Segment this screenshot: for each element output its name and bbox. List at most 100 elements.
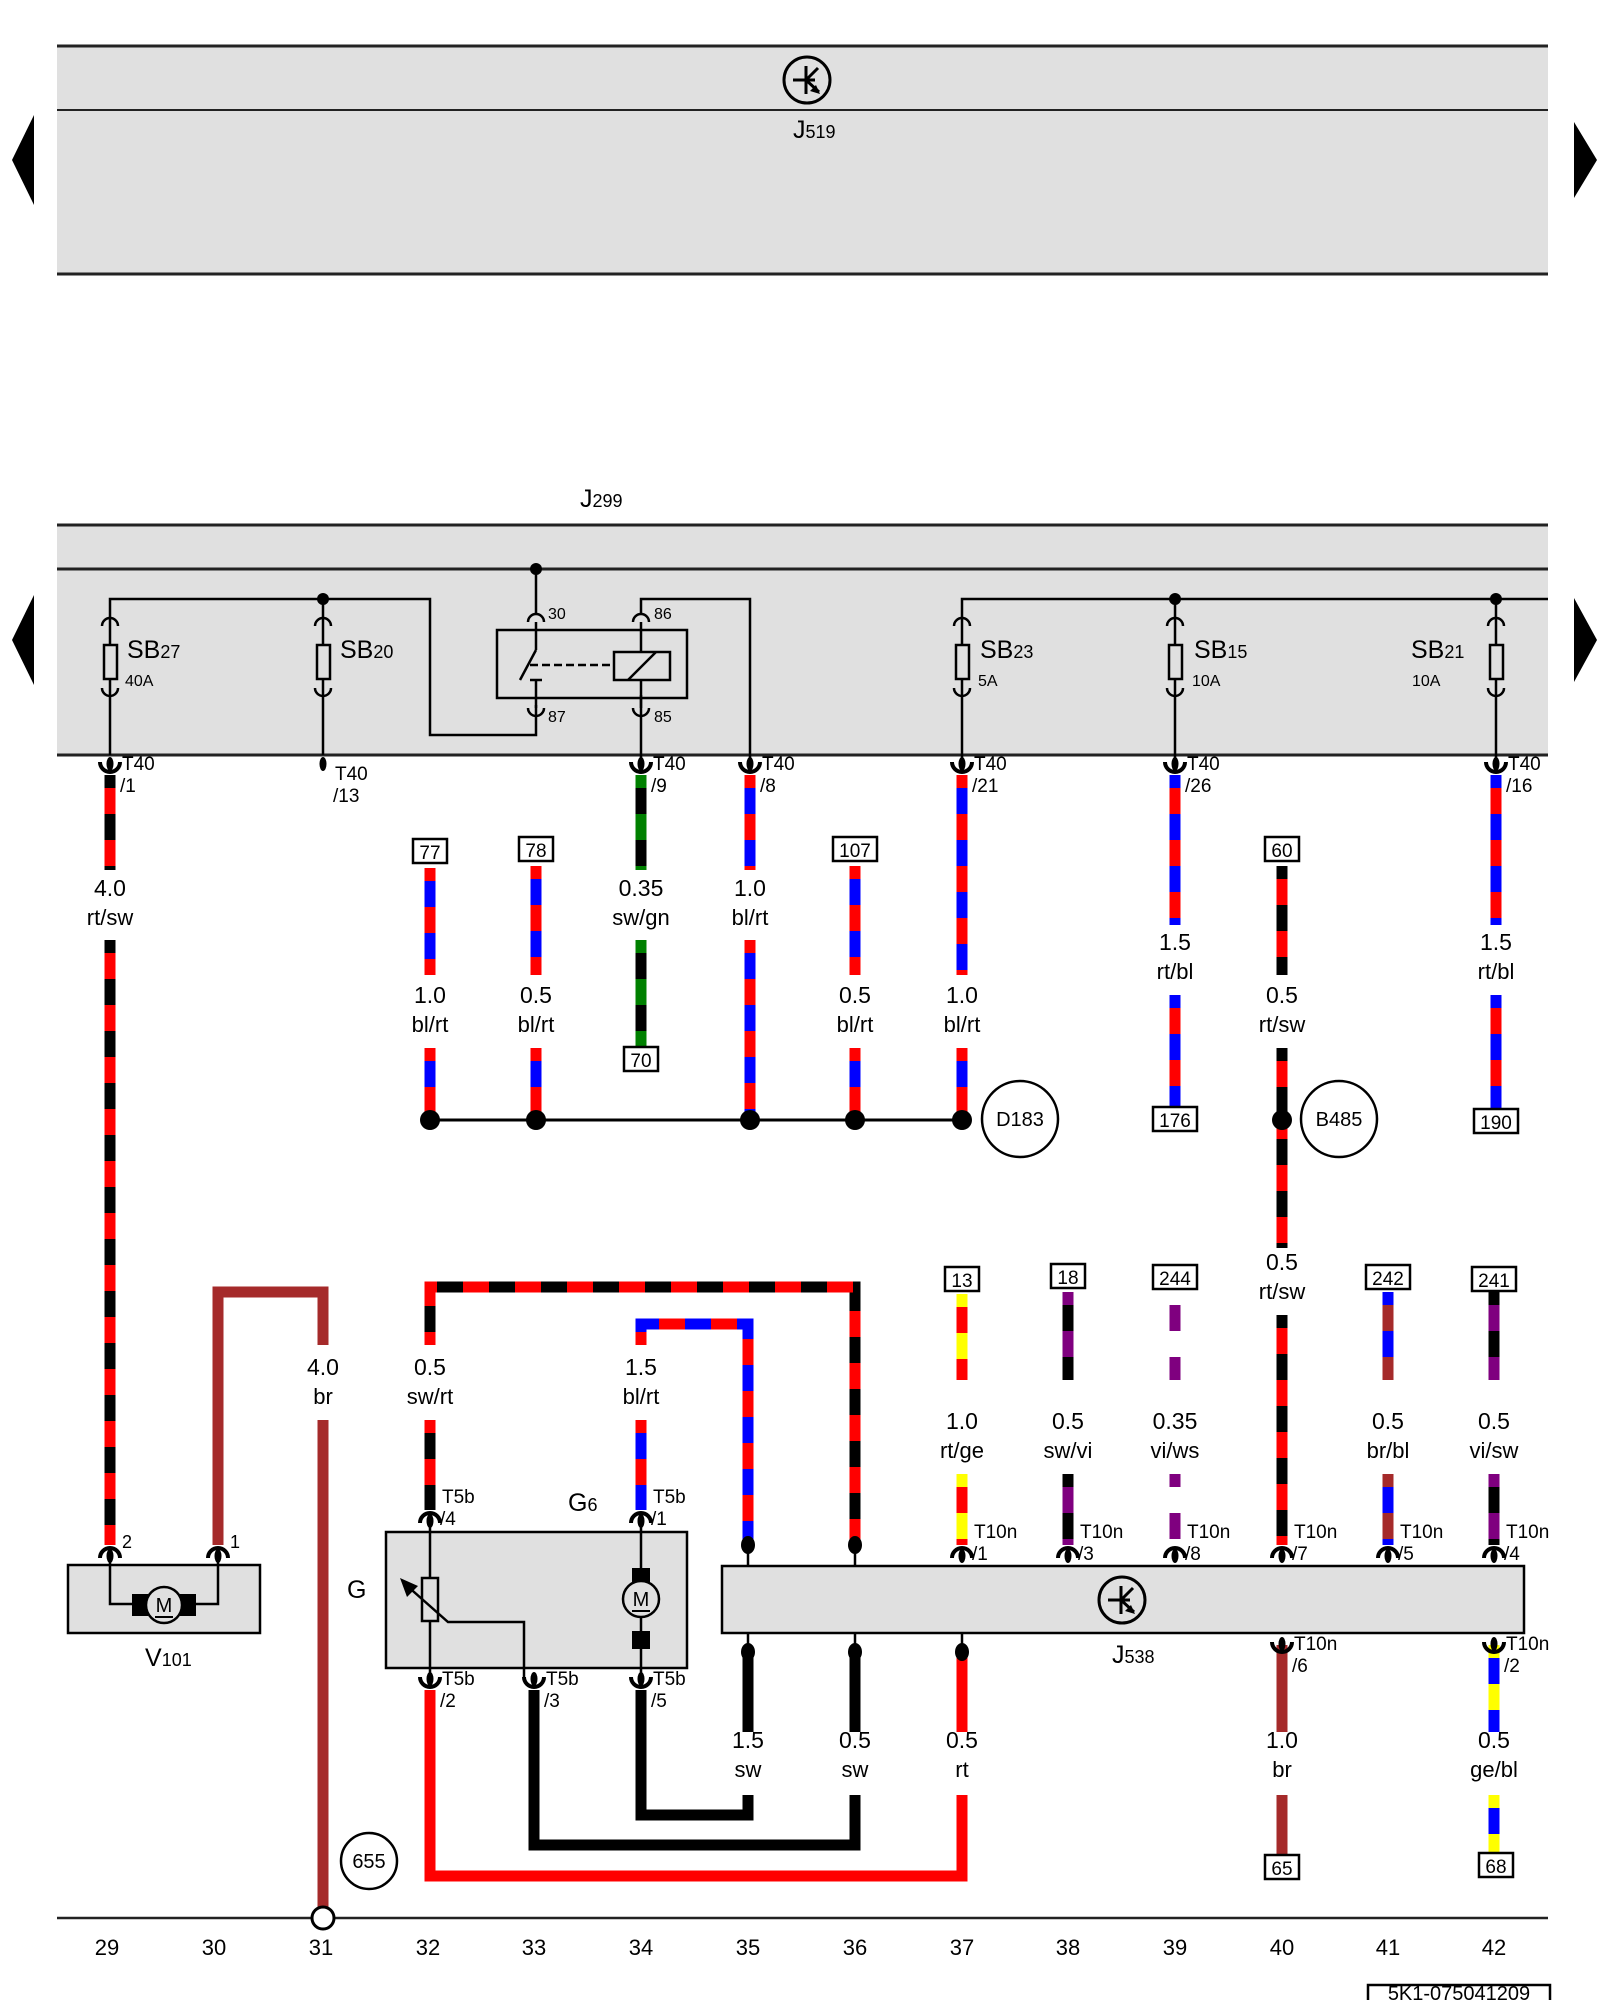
connector-pin-label: /2 xyxy=(440,1691,456,1712)
ref-13-box xyxy=(943,1265,981,1293)
svg-text:87: 87 xyxy=(548,709,566,726)
module-j299: J299 SB27 40A SB20 xyxy=(57,485,1548,765)
connector-arc xyxy=(1163,761,1187,774)
wire-label-b485-lower-size: 0.5 xyxy=(1266,1249,1298,1275)
motor-icon: M xyxy=(144,1585,184,1625)
connector-pin-label: /13 xyxy=(333,786,359,807)
svg-text:30: 30 xyxy=(548,606,566,623)
next-page-arrow-icon[interactable] xyxy=(1574,122,1597,198)
ref-107-box xyxy=(831,835,879,863)
next-page-arrow-icon[interactable] xyxy=(1574,598,1597,682)
connectors-t40: T40/1T40/9T40/8T40/21T40/26T40/16T40/132… xyxy=(98,754,1549,1712)
connector-pin xyxy=(1492,757,1500,771)
connector-t40-8: T40/8 xyxy=(738,754,795,797)
ref-244-box xyxy=(1151,1263,1199,1291)
column-number: 30 xyxy=(202,1935,226,1960)
svg-text:G: G xyxy=(347,1576,366,1604)
connector-label: T40 xyxy=(762,754,795,775)
wire-label-242-size: 0.5 xyxy=(1372,1408,1404,1434)
connector-pin-label: /3 xyxy=(544,1691,560,1712)
connector-label: T40 xyxy=(1187,754,1220,775)
previous-page-arrow-icon[interactable] xyxy=(12,595,34,685)
wire-label-60-size: 0.5 xyxy=(1266,982,1298,1008)
connector-pin-label: 2 xyxy=(122,1532,132,1552)
wire-label-t40-26-size: 1.5 xyxy=(1159,929,1191,955)
connector-t40-1: T40/1 xyxy=(98,754,155,797)
connector-pin-label: /3 xyxy=(1078,1544,1094,1565)
connector-arc xyxy=(1484,761,1508,774)
svg-text:5A: 5A xyxy=(978,673,998,690)
connector-t10n-1: T10n/1 xyxy=(950,1522,1017,1565)
connector-arc xyxy=(1376,1546,1400,1559)
wire-label-t40-16-size: 1.5 xyxy=(1480,929,1512,955)
fuse-sb20: SB20 xyxy=(313,616,393,698)
wire-label-t40-8-color: bl/rt xyxy=(732,905,769,930)
connector-pin-label: /26 xyxy=(1185,776,1211,797)
previous-page-arrow-icon[interactable] xyxy=(12,115,34,205)
connector-circle-d183: D183 xyxy=(980,1079,1060,1159)
wire-label-244-color: vi/ws xyxy=(1151,1438,1200,1463)
ref-107: 107 xyxy=(839,841,871,862)
svg-text:5K1-075041209: 5K1-075041209 xyxy=(1388,1983,1530,2000)
connector-arc xyxy=(1270,1546,1294,1559)
connector-pin-label: /6 xyxy=(1292,1656,1308,1677)
svg-text:G6: G6 xyxy=(568,1489,597,1517)
connector-pin xyxy=(958,757,966,771)
ref-176: 176 xyxy=(1159,1111,1191,1132)
ref-242-box xyxy=(1364,1263,1412,1291)
wire-label-68-color: ge/bl xyxy=(1470,1757,1518,1782)
svg-text:10A: 10A xyxy=(1412,673,1441,690)
ref-244: 244 xyxy=(1159,1269,1191,1290)
connector-label: T10n xyxy=(1400,1522,1443,1543)
connector-arc xyxy=(629,761,653,774)
connector-arc xyxy=(418,1511,442,1524)
connector-t40-26: T40/26 xyxy=(1163,754,1220,797)
ground-point-655: 655 xyxy=(339,1831,399,1891)
connector-pin xyxy=(1490,1549,1498,1563)
relay: 30 86 87 85 xyxy=(495,606,689,726)
ground-connection-31 xyxy=(310,1905,336,1931)
ref-60-box xyxy=(1263,835,1301,863)
ref-70-box xyxy=(622,1045,660,1073)
ref-70: 70 xyxy=(630,1051,651,1072)
connector-t10n-8: T10n/8 xyxy=(1163,1522,1230,1565)
wire-label-col29-color: rt/sw xyxy=(87,905,134,930)
connector-pin xyxy=(958,1549,966,1563)
part-number-box: 5K1-075041209 xyxy=(1366,1983,1552,2000)
wire-label-col37-color: rt xyxy=(955,1757,968,1782)
wire-label-swrt-size: 0.5 xyxy=(414,1354,446,1380)
connector-pin-label: /9 xyxy=(651,776,667,797)
svg-text:SB27: SB27 xyxy=(127,636,180,664)
column-number: 34 xyxy=(629,1935,653,1960)
wire-label-col35-color: sw xyxy=(735,1757,762,1782)
pump-motor-icon: M xyxy=(621,1579,661,1619)
svg-text:10A: 10A xyxy=(1192,673,1221,690)
svg-text:J538: J538 xyxy=(1112,1641,1155,1669)
wire-label-t40-9-color: sw/gn xyxy=(612,905,669,930)
wire-label-13-color: rt/ge xyxy=(940,1438,984,1463)
connector-pin-label: /8 xyxy=(760,776,776,797)
wire-label-13-size: 1.0 xyxy=(946,1408,978,1434)
fuse-sb21: SB21 10A xyxy=(1411,616,1506,698)
column-number: 40 xyxy=(1270,1935,1294,1960)
connector-arc xyxy=(98,1546,122,1559)
ref-68-box xyxy=(1477,1851,1515,1879)
wire-col36-lower xyxy=(528,1690,861,1851)
wire-label-78-size: 0.5 xyxy=(520,982,552,1008)
ref-18: 18 xyxy=(1057,1268,1078,1289)
connector-arc xyxy=(1163,1546,1187,1559)
svg-text:B485: B485 xyxy=(1316,1109,1363,1131)
ref-68: 68 xyxy=(1485,1857,1506,1878)
wire-label-t40-9-size: 0.35 xyxy=(619,875,664,901)
svg-text:40A: 40A xyxy=(125,673,154,690)
connector-t40-9: T40/9 xyxy=(629,754,686,797)
ref-65: 65 xyxy=(1271,1859,1292,1880)
wires xyxy=(104,775,1502,1908)
wire-label-241-size: 0.5 xyxy=(1478,1408,1510,1434)
connector-label: T5b xyxy=(442,1487,475,1508)
connector-label: T40 xyxy=(653,754,686,775)
connector-label: T40 xyxy=(1508,754,1541,775)
connector-label: T10n xyxy=(1294,1522,1337,1543)
connector-pin xyxy=(106,757,114,771)
